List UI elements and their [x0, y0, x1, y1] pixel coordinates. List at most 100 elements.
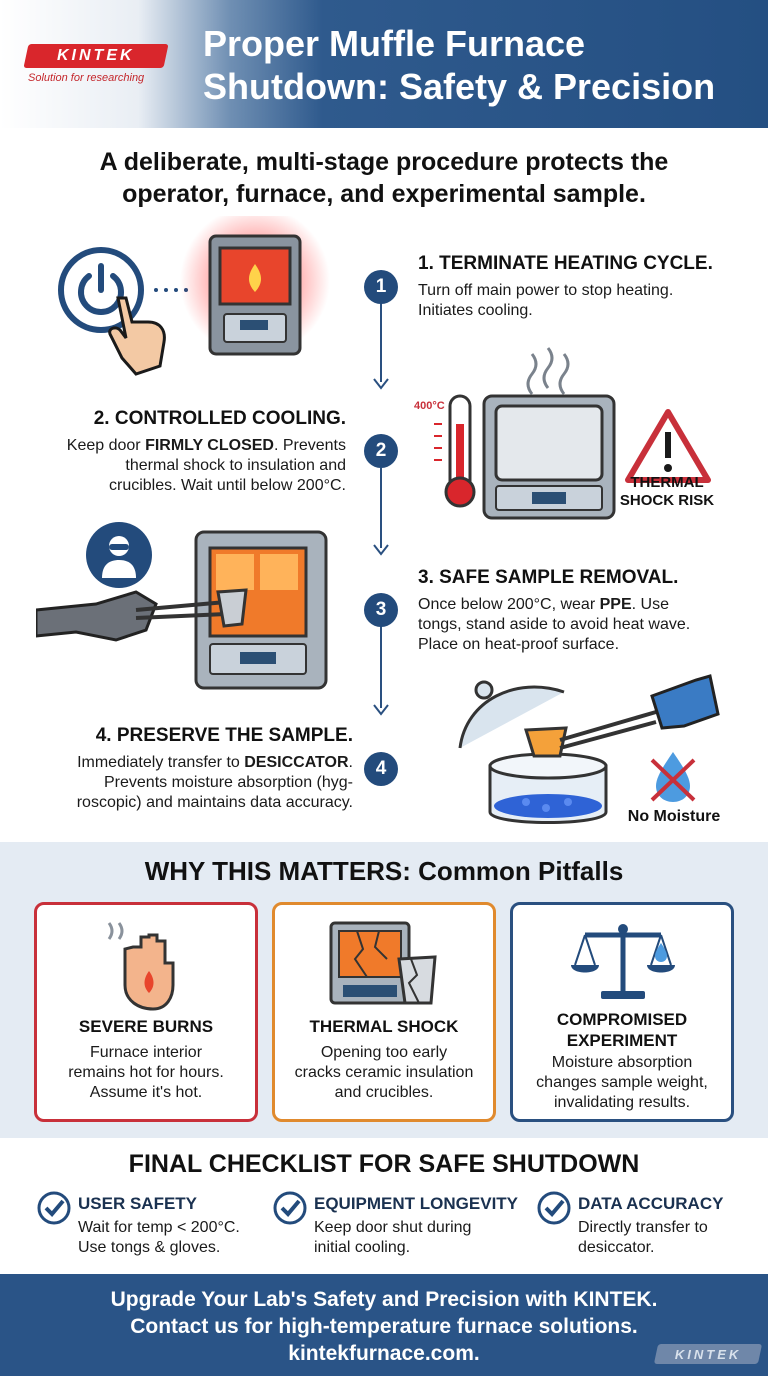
logo-text: KINTEK: [57, 47, 135, 64]
checklist-item-equipment-longevity: EQUIPMENT LONGEVITY Keep door shut durin…: [272, 1190, 518, 1260]
timeline-segment: [380, 626, 382, 708]
step-1: 1. TERMINATE HEATING CYCLE. Turn off mai…: [418, 253, 758, 321]
text: . Prevents: [273, 437, 346, 454]
card-title: THERMAL SHOCK: [309, 1017, 459, 1036]
card-title-line: EXPERIMENT: [566, 1031, 678, 1050]
footer-website-link[interactable]: kintekfurnace.com.: [288, 1342, 480, 1365]
subtitle: A deliberate, multi-stage procedure prot…: [20, 146, 748, 210]
step-2-title: 2. CONTROLLED COOLING.: [93, 408, 346, 429]
checklist-title: FINAL CHECKLIST FOR SAFE SHUTDOWN: [128, 1150, 640, 1178]
step-3-body: Once below 200°C, wear PPE. Use tongs, s…: [418, 595, 763, 655]
step-3: 3. SAFE SAMPLE REMOVAL. Once below 200°C…: [418, 567, 763, 655]
pitfall-card-burns: SEVERE BURNS Furnace interior remains ho…: [34, 902, 258, 1122]
subtitle-line-2: operator, furnace, and experimental samp…: [122, 180, 646, 208]
step-2-line-2: thermal shock to insulation and: [125, 457, 346, 474]
emphasis: PPE: [599, 596, 632, 613]
footer-kintek-logo: KINTEK: [653, 1344, 763, 1364]
step-4-title: 4. PRESERVE THE SAMPLE.: [95, 725, 353, 746]
ppe-worker-icon: [86, 522, 152, 588]
card-line: remains hot for hours.: [68, 1064, 224, 1081]
check-line: Directly transfer to: [578, 1219, 708, 1236]
check-text: Directly transfer to desiccator.: [578, 1218, 708, 1258]
timeline-segment: [380, 468, 382, 548]
card-body: Furnace interior remains hot for hours. …: [43, 1043, 249, 1103]
timeline-segment: [380, 300, 382, 382]
footer-line-2: Contact us for high-temperature furnace …: [130, 1315, 638, 1338]
footer-cta: Upgrade Your Lab's Safety and Precision …: [0, 1286, 768, 1367]
step-1-line-2: Initiates cooling.: [418, 302, 533, 319]
no-moisture-icon: [650, 752, 696, 802]
pitfall-card-thermal-shock: THERMAL SHOCK Opening too early cracks c…: [272, 902, 496, 1122]
footer-logo-text: KINTEK: [674, 1346, 742, 1362]
step-4-line-3: roscopic) and maintains data accuracy.: [76, 794, 353, 811]
check-line: Use tongs & gloves.: [78, 1239, 221, 1256]
step-4-body: Immediately transfer to DESICCATOR. Prev…: [10, 753, 353, 813]
check-circle-icon: [273, 1191, 307, 1225]
step-2-body: Keep door FIRMLY CLOSED. Prevents therma…: [20, 436, 346, 496]
burned-hand-icon: [107, 922, 175, 1011]
card-title: SEVERE BURNS: [78, 1017, 214, 1036]
card-title-line: COMPROMISED: [556, 1010, 688, 1029]
card-line: invalidating results.: [553, 1094, 691, 1111]
label-line-2: SHOCK RISK: [619, 492, 715, 509]
card-body: Opening too early cracks ceramic insulat…: [281, 1043, 487, 1103]
label-line-1: THERMAL: [630, 474, 704, 491]
page-title: Proper Muffle Furnace Shutdown: Safety &…: [203, 22, 763, 108]
checklist-item-user-safety: USER SAFETY Wait for temp < 200°C. Use t…: [36, 1190, 276, 1260]
kintek-logo: KINTEK Solution for researching: [23, 44, 176, 84]
logo-tagline: Solution for researching: [28, 72, 145, 84]
check-line: Wait for temp < 200°C.: [78, 1219, 240, 1236]
emphasis: DESICCATOR: [244, 754, 349, 771]
card-line: and crucibles.: [334, 1084, 434, 1101]
pitfall-card-compromised-experiment: COMPROMISED EXPERIMENT Moisture absorpti…: [510, 902, 734, 1122]
subtitle-line-1: A deliberate, multi-stage procedure prot…: [99, 148, 669, 176]
text: Keep door: [66, 437, 146, 454]
footer-banner: [0, 1274, 768, 1376]
text: Once below 200°C, wear: [418, 596, 600, 613]
title-line-2: Shutdown: Safety & Precision: [203, 66, 716, 107]
step-3-line-2: tongs, stand aside to avoid heat wave.: [418, 616, 691, 633]
arrow-down-icon: [373, 378, 389, 390]
step-number-2: 2: [364, 434, 398, 468]
card-body: Moisture absorption changes sample weigh…: [519, 1053, 725, 1113]
thermal-shock-risk-label: THERMAL SHOCK RISK: [612, 474, 722, 510]
hot-furnace-icon: [180, 216, 330, 356]
step-4-line-2: Prevents moisture absorption (hyg-: [104, 774, 353, 791]
step-2-line-3: crucibles. Wait until below 200°C.: [108, 477, 346, 494]
title-line-1: Proper Muffle Furnace: [203, 23, 586, 64]
step-3-title: 3. SAFE SAMPLE REMOVAL.: [418, 567, 679, 588]
card-title: COMPROMISED EXPERIMENT: [513, 1009, 731, 1051]
power-button-icon: [58, 247, 188, 376]
no-moisture-label: No Moisture: [627, 808, 721, 825]
text: Immediately transfer to: [77, 754, 245, 771]
step-3-line-1: Once below 200°C, wear PPE. Use: [418, 595, 763, 615]
step-2: 2. CONTROLLED COOLING. Keep door FIRMLY …: [20, 408, 346, 496]
check-circle-icon: [537, 1191, 571, 1225]
step-4-line-1: Immediately transfer to DESICCATOR.: [10, 753, 353, 773]
footer-line-1: Upgrade Your Lab's Safety and Precision …: [110, 1288, 658, 1311]
check-line: initial cooling.: [314, 1239, 411, 1256]
step-1-line-1: Turn off main power to stop heating.: [418, 282, 674, 299]
step-number-1: 1: [364, 270, 398, 304]
why-title: WHY THIS MATTERS: Common Pitfalls: [144, 856, 624, 886]
checklist-item-data-accuracy: DATA ACCURACY Directly transfer to desic…: [536, 1190, 760, 1260]
step-3-line-3: Place on heat-proof surface.: [418, 636, 620, 653]
text: .: [348, 754, 353, 771]
thermometer-label: 400°C: [414, 400, 445, 412]
step-1-title: 1. TERMINATE HEATING CYCLE.: [418, 253, 713, 274]
arrow-down-icon: [373, 544, 389, 556]
emphasis: FIRMLY CLOSED: [145, 437, 274, 454]
card-line: Moisture absorption: [551, 1054, 693, 1071]
sample-removal-furnace-icon: [36, 530, 328, 690]
check-head: USER SAFETY: [78, 1194, 198, 1213]
desiccator-icon: [458, 674, 720, 824]
check-circle-icon: [37, 1191, 71, 1225]
card-line: Assume it's hot.: [89, 1084, 203, 1101]
check-text: Keep door shut during initial cooling.: [314, 1218, 471, 1258]
step-number-3: 3: [364, 593, 398, 627]
check-head: EQUIPMENT LONGEVITY: [314, 1194, 519, 1213]
card-line: cracks ceramic insulation: [294, 1064, 474, 1081]
card-line: Opening too early: [320, 1044, 448, 1061]
cooling-furnace-icon: [434, 347, 711, 520]
text: . Use: [631, 596, 669, 613]
